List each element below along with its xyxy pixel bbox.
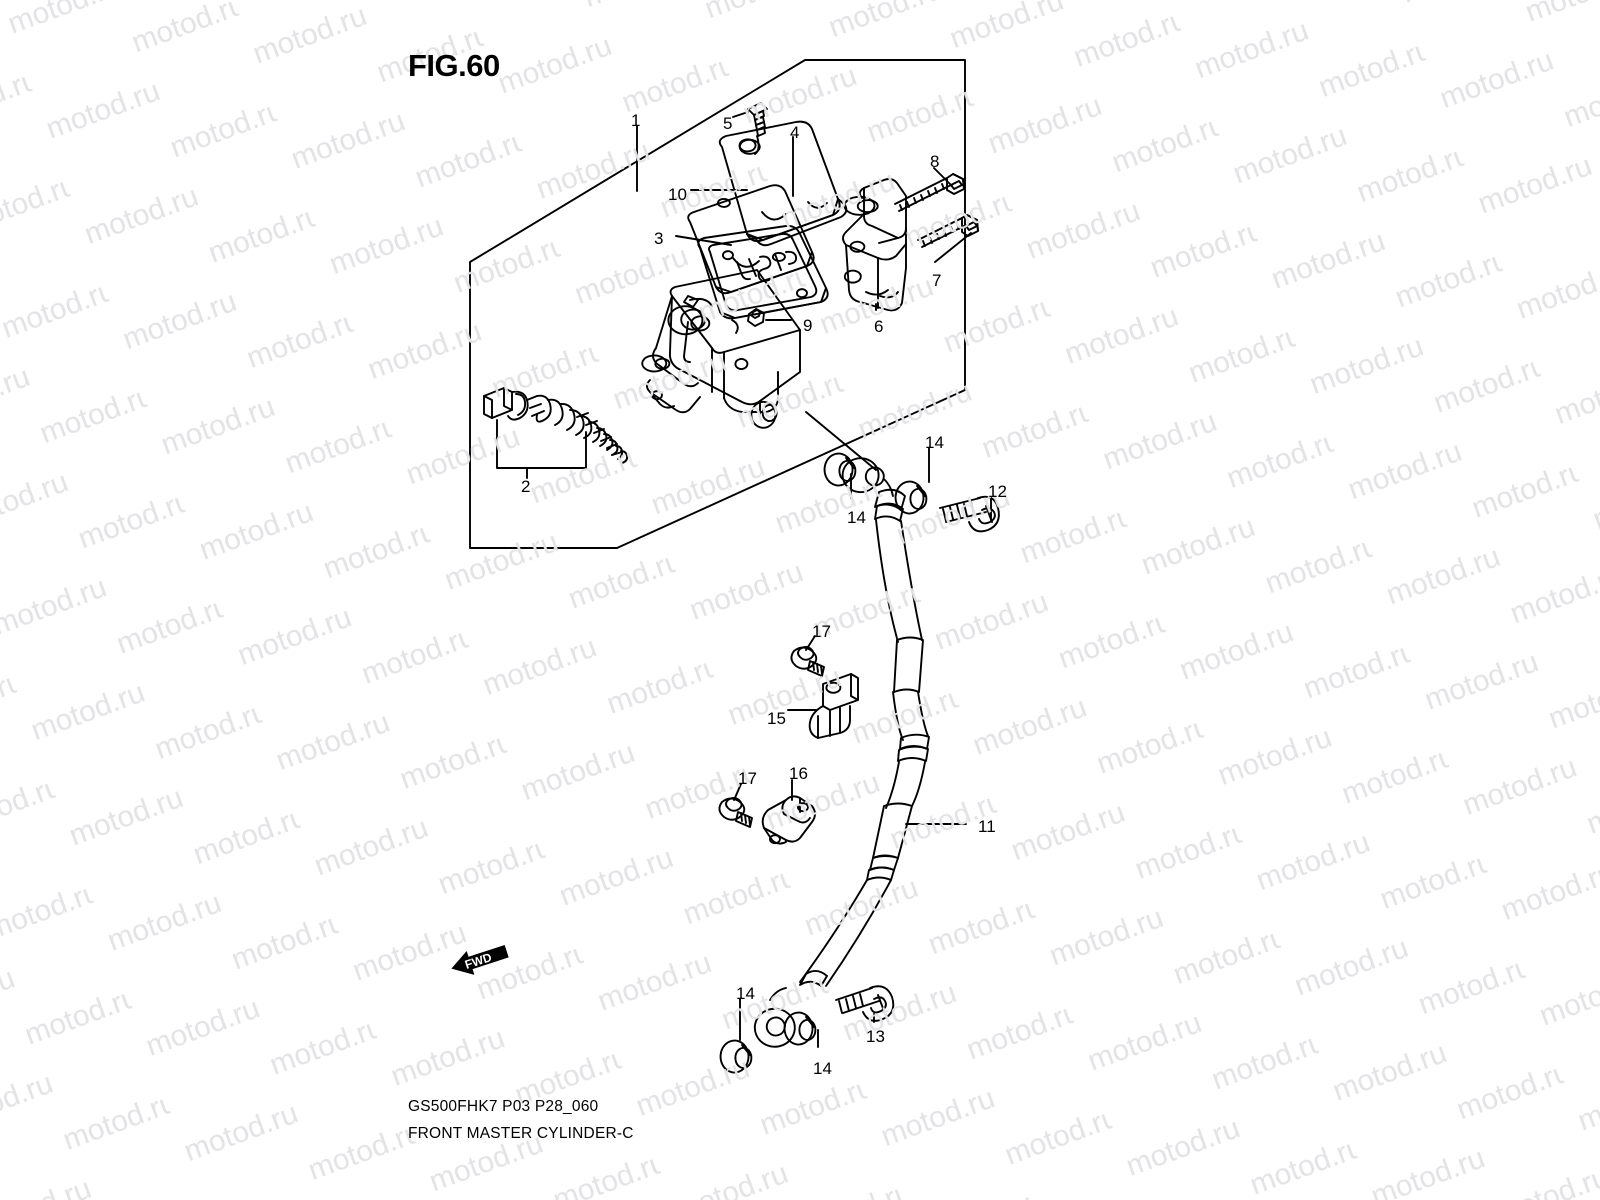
clamp-screw-upper: [790, 646, 825, 677]
callout-holder-bolt-upper: 8: [930, 152, 940, 171]
hose-clamp-upper: [808, 673, 859, 739]
callout-gasket: 14: [925, 433, 944, 452]
clamp-screw-lower: [718, 797, 753, 828]
callout-master-cylinder-assembly: 1: [631, 111, 641, 130]
gasket-top-right: [894, 480, 928, 515]
callout-union-bolt-upper: 12: [988, 482, 1007, 501]
callout-cap-screw: 5: [723, 114, 733, 133]
callout-gasket: 14: [736, 984, 755, 1003]
callout-piston-spring-set: 2: [521, 477, 531, 496]
fwd-arrow-marker: FWD: [451, 945, 509, 975]
callout-diaphragm: 3: [654, 229, 664, 248]
figure-caption: GS500FHK7 P03 P28_060 FRONT MASTER CYLIN…: [408, 1098, 634, 1143]
gasket-bottom-right: [783, 1011, 817, 1046]
callout-cap-plate: 10: [668, 185, 687, 204]
callout-reservoir-fitting: 9: [803, 316, 813, 335]
callout-gasket: 14: [813, 1059, 832, 1078]
callout-gasket: 14: [847, 508, 866, 527]
handlebar-holder: [842, 178, 907, 312]
holder-bolt-lower: [917, 214, 979, 248]
brake-hose: [753, 457, 930, 1048]
callout-hose-clamp-lower: 16: [789, 764, 808, 783]
leader-5: [732, 111, 749, 118]
caption-part-code: GS500FHK7 P03 P28_060: [408, 1098, 599, 1115]
callout-clamp-screw-upper: 17: [812, 622, 831, 641]
callout-hose-clamp-upper: 15: [767, 709, 786, 728]
svg-text:FWD: FWD: [463, 950, 494, 972]
leader-hose-link: [805, 411, 877, 471]
callout-reservoir-cap: 4: [790, 123, 800, 142]
cap-screw: [738, 102, 768, 155]
hose-clamp-lower: [761, 795, 816, 845]
callout-holder-bolt-lower: 7: [932, 271, 942, 290]
gasket-bottom-left: [719, 1039, 753, 1074]
reservoir-fitting: [747, 308, 765, 327]
figure-title: FIG.60: [408, 48, 500, 83]
callout-brake-hose: 11: [978, 817, 996, 836]
callout-handlebar-holder: 6: [874, 317, 884, 336]
union-bolt-lower: [835, 985, 895, 1022]
callout-union-bolt-lower: 13: [866, 1027, 885, 1046]
master-cylinder-body: [641, 269, 801, 429]
caption-part-name: FRONT MASTER CYLINDER-C: [408, 1125, 634, 1142]
callout-clamp-screw-lower: 17: [738, 769, 757, 788]
piston-spring-set: [483, 387, 629, 479]
